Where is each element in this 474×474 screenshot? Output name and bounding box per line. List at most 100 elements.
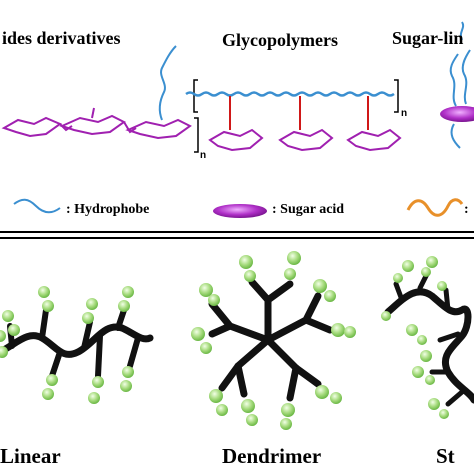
glyco-bead [82,312,94,324]
glyco-bead [421,267,431,277]
linear-branch [39,307,49,341]
pendant-hydrophobe-chain [158,45,177,121]
dendrimer-core-arm [218,336,272,392]
glyco-bead [425,375,435,385]
dendrimer-architecture [191,251,356,430]
linear-branch [127,335,141,369]
linear-backbone [0,323,154,358]
sugar-acid-legend-label: : Sugar acid [272,202,345,217]
linear-architecture [0,286,154,404]
glyco-bead [281,403,295,417]
star-branch [393,281,405,303]
linear-label: Linear [0,444,61,468]
glyco-bead [42,300,54,312]
sugar-ring-3 [125,118,192,140]
dendrimer-core-arm [264,292,322,344]
glyco-bead [8,324,20,336]
glyco-bead [42,388,54,400]
glyco-bead [381,311,391,321]
glycopolymers-title: Glycopolymers [222,30,338,50]
legend [13,198,464,218]
orange-linker-wavy-icon [406,198,464,217]
glyco-bead [426,256,438,268]
glycopolymer-backbone [185,91,395,97]
hydrophobe-wavy-line-icon [13,198,61,214]
glyco-bead [313,279,327,293]
chain-methyl [91,107,95,119]
left-repeat-subscript: n [200,150,206,161]
glyco-bead [0,346,8,358]
star-backbone [384,288,474,404]
sugar-ring-2 [59,114,126,136]
dendrimer-arm [302,316,334,334]
sugar-lipids-title: Sugar-lin [392,28,464,48]
glyco-bead [2,310,14,322]
star-label: St [436,444,455,468]
glyco-bead [428,398,440,410]
glyco-bead [406,324,418,336]
glyco-bead [191,327,205,341]
glycopolymer-pendant-sugars [208,96,402,152]
linear-branch [49,349,63,379]
star-branch [445,389,465,407]
glyco-bead [88,392,100,404]
glyco-bead [216,404,228,416]
dendrimer-arm [208,322,234,338]
polysaccharide-chain-diagram [1,107,192,140]
glyco-bead [0,330,6,342]
star-architecture [381,256,474,419]
glyco-bead [239,255,253,269]
sugar-acid-headgroup [440,106,474,122]
linear-branch [81,319,93,351]
glyco-bead [331,323,345,337]
glyco-bead [199,283,213,297]
glyco-bead [437,281,447,291]
dendrimer-arm [292,364,322,388]
lipid-tail [461,49,471,105]
sugar-lipid-diagram [440,21,474,149]
glyco-bead [241,399,255,413]
glyco-bead [420,350,432,362]
pendant-sugar-ring [278,128,334,152]
glyco-bead [92,376,104,388]
glyco-bead [246,414,258,426]
glyco-bead [208,294,220,306]
glyco-bead [330,392,342,404]
glyco-bead [412,366,424,378]
glyco-bead [402,260,414,272]
star-branch [443,287,451,313]
star-branch [437,331,461,343]
lipid-tail [459,21,465,41]
glyco-bead [393,273,403,283]
glyco-bead [287,251,301,265]
glyco-bead [200,342,212,354]
glycopolymer-left-bracket [193,79,198,113]
glycopolymer-repeat-subscript: n [401,108,407,119]
dendrimer-label: Dendrimer [222,444,322,468]
dendrimer-arm [264,280,294,304]
glyco-bead [284,268,296,280]
glyco-bead [122,366,134,378]
polysaccharide-derivatives-title: ides derivatives [2,28,121,48]
glyco-bead [244,270,256,282]
sugar-acid-ellipse-icon [213,204,267,218]
glycosidic-bond-1 [59,123,73,132]
dendrimer-core-arm [264,336,300,402]
lipid-lower-tail [450,123,461,149]
glyco-bead [118,300,130,312]
glyco-bead [344,326,356,338]
linear-branch [115,307,127,331]
glycopolymer-right-bracket [394,79,399,113]
glyco-bead [122,286,134,298]
left-repeat-bracket [194,117,199,153]
glyco-bead [86,298,98,310]
linear-branch [95,333,103,379]
linker-legend-label: : [464,202,469,217]
glycosidic-bond-2 [123,121,137,134]
dendrimer-arm [234,362,248,398]
glyco-bead [38,286,50,298]
glyco-bead [324,290,336,302]
glyco-bead [209,389,223,403]
glyco-bead [120,380,132,392]
